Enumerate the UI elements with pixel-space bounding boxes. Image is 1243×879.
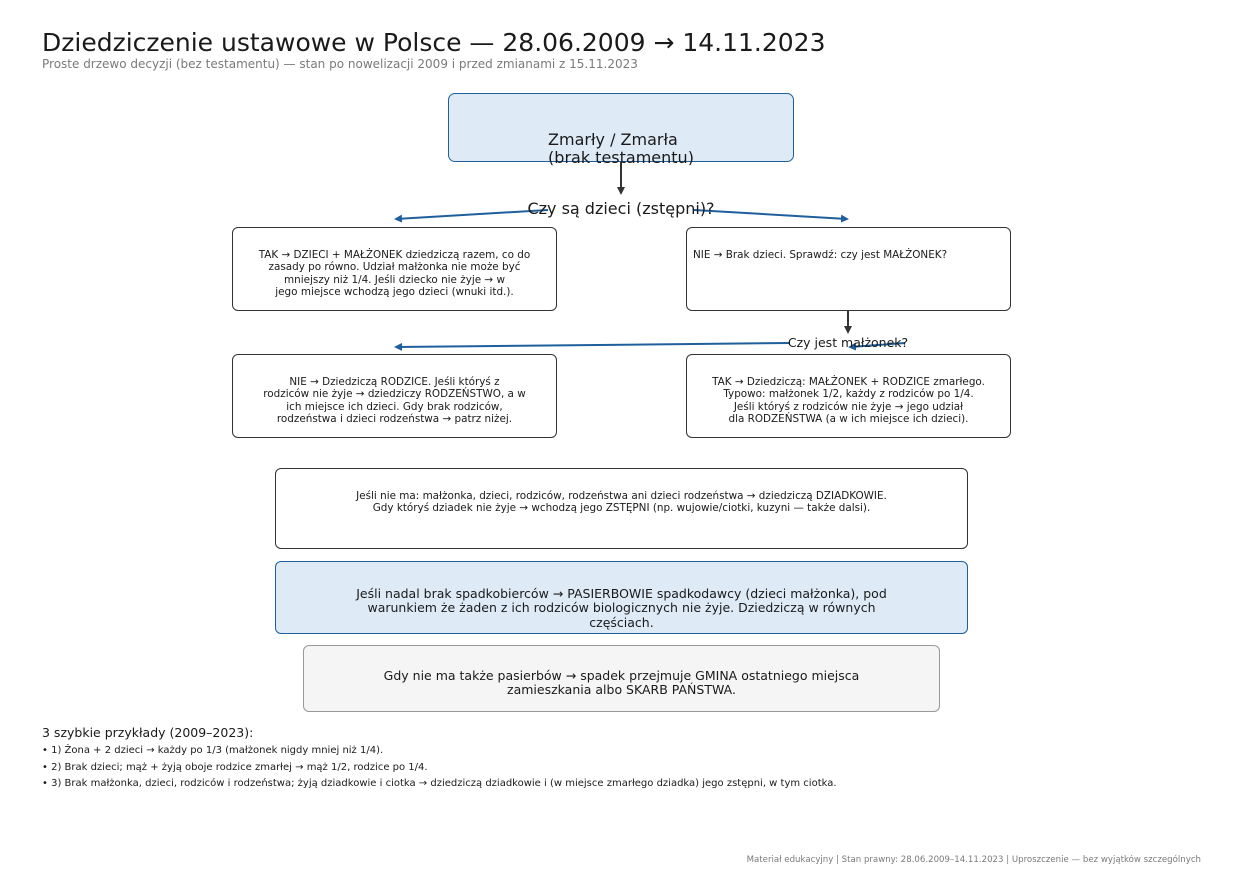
arrow-to-spouse-no xyxy=(394,342,791,351)
question-children: Czy są dzieci (zstępni)? xyxy=(527,199,715,218)
node-grandparents-text: Jeśli nie ma: małżonka, dzieci, rodziców… xyxy=(356,489,887,515)
node-spouse-no: NIE → Dziedziczą RODZICE. Jeśli któryś z… xyxy=(232,354,557,438)
example-item-2: • 2) Brak dzieci; mąż + żyją oboje rodzi… xyxy=(42,762,428,773)
root-node-label: Zmarły / Zmarła (brak testamentu) xyxy=(548,130,694,167)
node-children-yes-text: TAK → DZIECI + MAŁŻONEK dziedziczą razem… xyxy=(258,248,531,299)
node-spouse-no-text: NIE → Dziedziczą RODZICE. Jeśli któryś z… xyxy=(263,375,526,426)
examples-title: 3 szybkie przykłady (2009–2023): xyxy=(42,725,254,740)
page-title: Dziedziczenie ustawowe w Polsce — 28.06.… xyxy=(42,28,826,57)
question-spouse: Czy jest małżonek? xyxy=(787,335,909,350)
node-grandparents: Jeśli nie ma: małżonka, dzieci, rodziców… xyxy=(275,468,968,549)
example-item-3: • 3) Brak małżonka, dzieci, rodziców i r… xyxy=(42,778,837,789)
root-node: Zmarły / Zmarła (brak testamentu) xyxy=(448,93,794,167)
page-subtitle: Proste drzewo decyzji (bez testamentu) —… xyxy=(42,57,638,71)
arrow-to-children-no xyxy=(693,209,849,223)
node-spouse-yes: TAK → Dziedziczą: MAŁŻONEK + RODZICE zma… xyxy=(686,354,1011,438)
node-children-no-text: NIE → Brak dzieci. Sprawdź: czy jest MAŁ… xyxy=(693,248,948,261)
arrow-to-children-yes xyxy=(394,209,549,223)
node-state-text: Gdy nie ma także pasierbów → spadek prze… xyxy=(383,667,860,697)
node-children-yes: TAK → DZIECI + MAŁŻONEK dziedziczą razem… xyxy=(232,227,557,311)
node-spouse-yes-text: TAK → Dziedziczą: MAŁŻONEK + RODZICE zma… xyxy=(712,375,985,426)
node-state: Gdy nie ma także pasierbów → spadek prze… xyxy=(303,645,940,712)
node-stepchildren-text: Jeśli nadal brak spadkobierców → PASIERB… xyxy=(356,585,887,630)
node-stepchildren: Jeśli nadal brak spadkobierców → PASIERB… xyxy=(275,561,968,634)
node-children-no: NIE → Brak dzieci. Sprawdź: czy jest MAŁ… xyxy=(686,227,1011,311)
example-item-1: • 1) Żona + 2 dzieci → każdy po 1/3 (mał… xyxy=(42,745,384,756)
footer-note: Materiał edukacyjny | Stan prawny: 28.06… xyxy=(746,855,1201,865)
